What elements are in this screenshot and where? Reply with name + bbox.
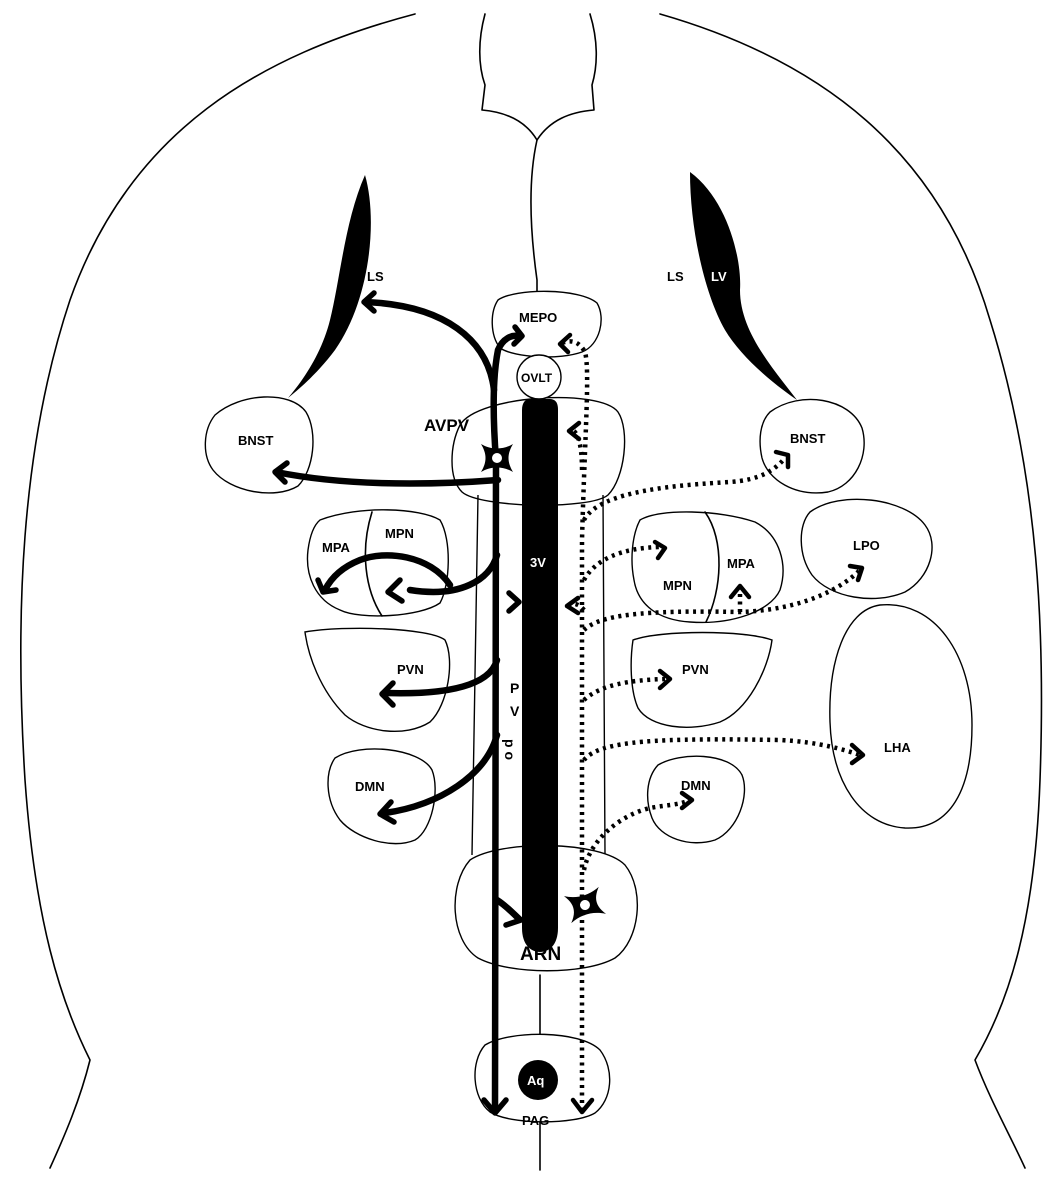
label-pag: PAG	[522, 1113, 549, 1128]
label-pvn-left: PVN	[397, 662, 424, 677]
label-mepo: MEPO	[519, 310, 557, 325]
label-ls-left: LS	[367, 269, 384, 284]
olfactory-bulbs	[480, 14, 597, 140]
label-bnst-right: BNST	[790, 431, 825, 446]
label-lv: LV	[711, 269, 727, 284]
label-pvpo-p: P	[510, 680, 519, 696]
lateral-ventricle-right	[690, 172, 797, 400]
nuclei	[205, 291, 972, 1122]
pvn-left-region	[305, 628, 450, 731]
label-ls-right: LS	[667, 269, 684, 284]
label-bnst-left: BNST	[238, 433, 273, 448]
label-pvpo-po: po	[502, 739, 518, 764]
mpn-mpa-right-region	[632, 512, 783, 622]
label-ovlt: OVLT	[521, 371, 553, 385]
label-mpn-right: MPN	[663, 578, 692, 593]
midline-top	[531, 140, 537, 298]
label-lha: LHA	[884, 740, 911, 755]
bnst-right-region	[760, 399, 864, 492]
label-arn: ARN	[520, 944, 561, 965]
label-pvpo-v: V	[510, 703, 520, 719]
label-3v: 3V	[530, 555, 546, 570]
lateral-ventricle-left	[288, 175, 371, 398]
label-mpn-left: MPN	[385, 526, 414, 541]
label-avpv: AVPV	[424, 416, 470, 435]
label-pvn-right: PVN	[682, 662, 709, 677]
third-ventricle	[522, 399, 558, 952]
lha-region	[830, 605, 972, 828]
arrowhead-pvpo	[509, 593, 519, 611]
label-dmn-left: DMN	[355, 779, 385, 794]
label-mpa-left: MPA	[322, 540, 351, 555]
dmn-right-region	[648, 756, 745, 843]
pvn-right-region	[631, 633, 772, 728]
projection-avpv-to-ls	[365, 302, 494, 390]
projection-arn-to-lha	[584, 739, 860, 760]
dmn-left-region	[328, 749, 435, 844]
label-aq: Aq	[527, 1073, 544, 1088]
label-lpo: LPO	[853, 538, 880, 553]
label-mpa-right: MPA	[727, 556, 756, 571]
label-dmn-right: DMN	[681, 778, 711, 793]
